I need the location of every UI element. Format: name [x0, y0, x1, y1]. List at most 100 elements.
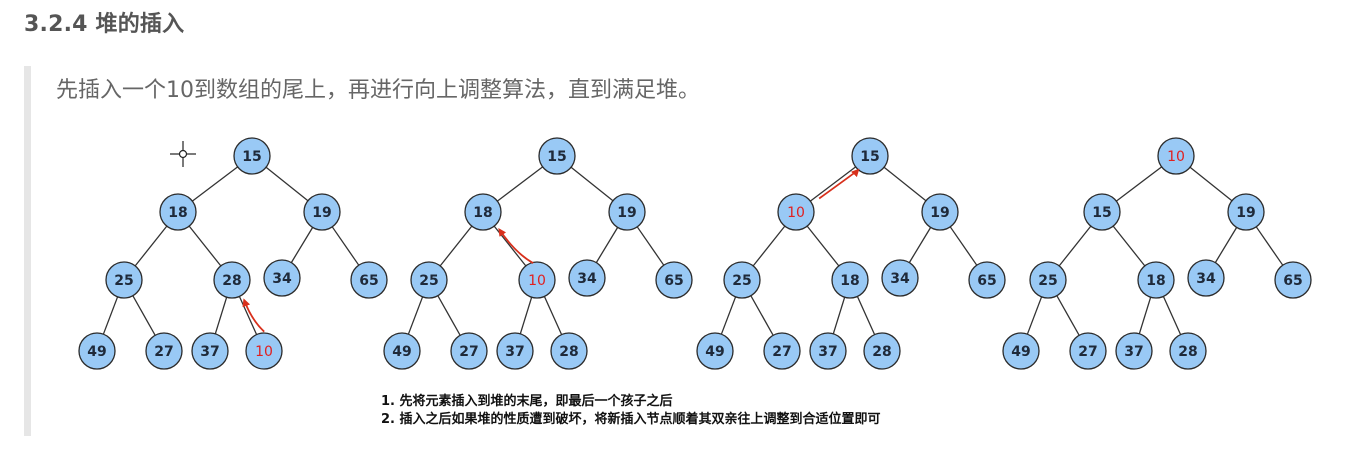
node-circle [383, 332, 421, 370]
node-circle [450, 332, 488, 370]
node-label: 15 [242, 149, 261, 165]
node-label: 25 [732, 273, 751, 289]
node-label: 49 [705, 344, 724, 360]
tree-edge [1115, 166, 1163, 202]
heap-node: 27 [763, 332, 801, 370]
tree-edge [949, 226, 978, 266]
heap-node: 28 [550, 332, 588, 370]
tree-edge [595, 227, 619, 263]
node-circle [159, 193, 197, 231]
heap-node: 49 [1002, 332, 1040, 370]
sift-up-arrow [498, 228, 534, 264]
node-label: 37 [818, 344, 837, 360]
node-label: 15 [860, 149, 879, 165]
tree-edge [1255, 226, 1284, 266]
node-circle [1083, 193, 1121, 231]
node-circle [496, 332, 534, 370]
heap-node: 15 [851, 137, 889, 175]
sift-up-arrow [242, 298, 265, 333]
node-circle [233, 137, 271, 175]
node-circle [723, 261, 761, 299]
tree-edge [191, 166, 239, 202]
node-circle [968, 261, 1006, 299]
tree-edge [752, 225, 786, 267]
node-label: 28 [1178, 344, 1197, 360]
node-circle [350, 261, 388, 299]
node-circle [78, 332, 116, 370]
tree-edge [570, 166, 614, 202]
node-circle [550, 332, 588, 370]
node-label: 25 [419, 273, 438, 289]
tree-edge [1058, 225, 1092, 267]
node-circle [863, 332, 901, 370]
node-label: 27 [154, 344, 173, 360]
heap-node: 18 [464, 193, 502, 231]
node-circle [1227, 193, 1265, 231]
sift-up-arrow [818, 168, 860, 200]
node-circle [1115, 332, 1153, 370]
node-label: 25 [1038, 273, 1057, 289]
tree-edge [1214, 227, 1238, 263]
node-circle [568, 259, 606, 297]
notes: 1. 先将元素插入到堆的末尾，即最后一个孩子之后 2. 插入之后如果堆的性质遭到… [381, 393, 881, 429]
node-label: 19 [930, 205, 949, 221]
node-circle [655, 261, 693, 299]
heap-node: 15 [1083, 193, 1121, 231]
node-label: 18 [1146, 273, 1165, 289]
tree-edge [102, 296, 119, 335]
node-circle [303, 193, 341, 231]
tree-edge [1189, 166, 1233, 202]
heap-node: 49 [78, 332, 116, 370]
node-circle [410, 261, 448, 299]
heap-node: 25 [1029, 261, 1067, 299]
node-circle [1029, 261, 1067, 299]
tree-edge [856, 296, 876, 335]
tree-edge [1162, 296, 1182, 335]
heap-node: 37 [191, 332, 229, 370]
node-circle [851, 137, 889, 175]
node-label: 27 [772, 344, 791, 360]
node-circle [809, 332, 847, 370]
heap-node: 10 [518, 261, 556, 299]
heap-node: 34 [881, 259, 919, 297]
node-circle [263, 259, 301, 297]
node-label: 49 [392, 344, 411, 360]
heap-node: 19 [303, 193, 341, 231]
node-label: 10 [528, 273, 546, 289]
node-label: 18 [473, 205, 492, 221]
heap-node: 27 [1069, 332, 1107, 370]
node-label: 65 [1283, 273, 1302, 289]
heap-node: 10 [777, 193, 815, 231]
node-circle [1169, 332, 1207, 370]
node-circle [1137, 261, 1175, 299]
node-label: 28 [559, 344, 578, 360]
heap-node: 25 [723, 261, 761, 299]
heap-node: 37 [1115, 332, 1153, 370]
node-label: 28 [872, 344, 891, 360]
heap-node: 10 [1157, 137, 1195, 175]
tree-edge [1112, 225, 1146, 267]
node-label: 34 [890, 271, 910, 287]
heap-node: 18 [159, 193, 197, 231]
heap-node: 49 [696, 332, 734, 370]
heap-node: 28 [213, 261, 251, 299]
tree-edge [636, 226, 665, 266]
heap-node: 34 [263, 259, 301, 297]
tree-edge [496, 166, 544, 202]
node-label: 49 [87, 344, 106, 360]
node-label: 25 [114, 273, 133, 289]
node-circle [763, 332, 801, 370]
tree-edge [437, 295, 461, 336]
heap-node: 18 [831, 261, 869, 299]
node-label: 37 [1124, 344, 1143, 360]
node-circle [245, 332, 283, 370]
tree-edge [238, 296, 258, 335]
node-label: 19 [312, 205, 331, 221]
tree-edge [439, 225, 473, 267]
node-label: 65 [664, 273, 683, 289]
tree-edge [720, 296, 737, 335]
